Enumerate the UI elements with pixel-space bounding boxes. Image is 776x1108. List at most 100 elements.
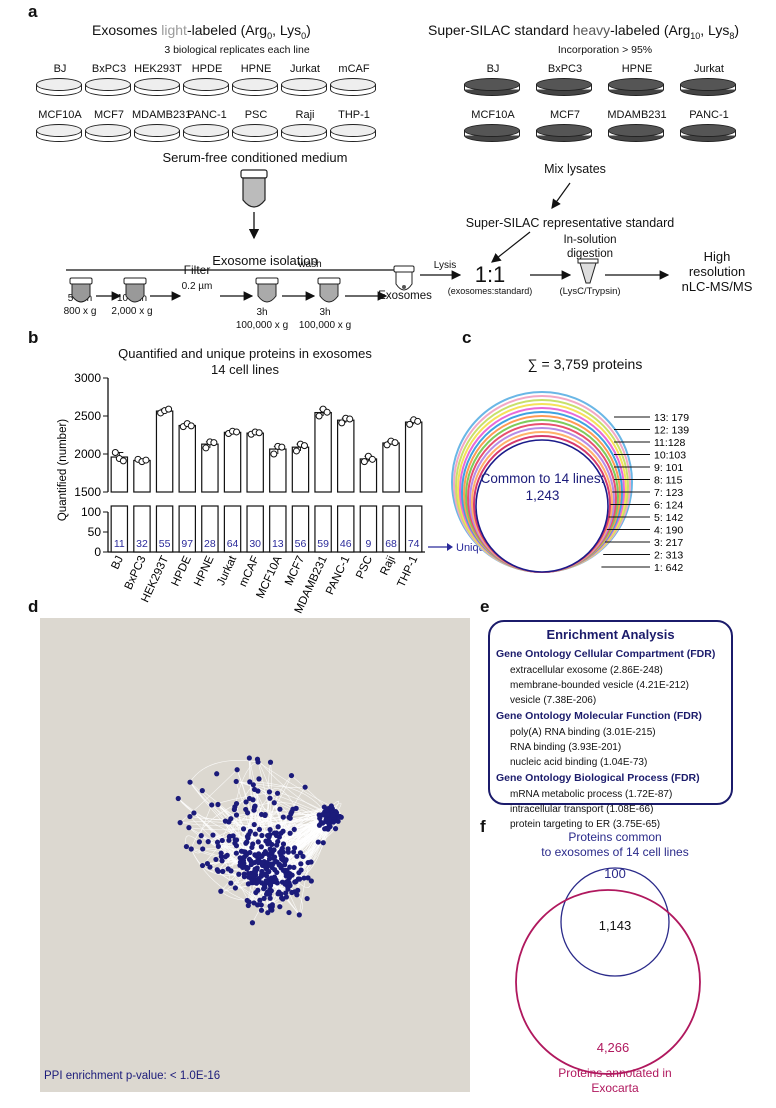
ppi-node	[291, 845, 298, 851]
ppi-node	[250, 782, 256, 788]
ppi-node	[191, 810, 197, 816]
ppi-node	[269, 902, 275, 908]
shell-label: 7: 123	[654, 487, 683, 499]
replicate-point	[111, 448, 119, 456]
ppi-node	[257, 897, 263, 903]
ppi-node	[265, 838, 272, 844]
shell-label: 10:103	[654, 450, 686, 462]
ppi-node	[199, 862, 206, 869]
exosomes-label: Exosomes	[378, 290, 432, 302]
ppi-node	[291, 826, 297, 833]
y-tick-label: 0	[94, 545, 101, 559]
ppi-node	[258, 902, 264, 908]
ppi-node	[267, 827, 273, 833]
culture-dish-icon	[134, 124, 180, 144]
cell-line-label: HPDE	[191, 63, 223, 75]
ppi-node	[320, 812, 326, 818]
ppi-node	[233, 850, 239, 856]
ratio-label: 1:1	[474, 262, 506, 287]
enrichment-item: poly(A) RNA binding (3.01E-215)	[510, 727, 656, 738]
venn-f-both: 1,143	[598, 918, 632, 933]
ppi-node	[245, 870, 252, 877]
replicate-point	[360, 458, 368, 466]
bar-unique	[269, 505, 287, 553]
ppi-node	[228, 880, 234, 886]
replicate-point	[187, 422, 195, 430]
ppi-node	[247, 779, 253, 785]
replicate-point	[323, 408, 331, 416]
ppi-node	[268, 849, 274, 855]
ppi-node	[267, 895, 273, 901]
ppi-node	[280, 814, 286, 820]
ppi-node	[280, 867, 286, 873]
wash-label: wash	[298, 259, 322, 270]
bar-unique	[178, 505, 197, 553]
ppi-node	[234, 767, 240, 773]
ppi-node	[266, 789, 273, 795]
cell-line-label: mCAF	[338, 63, 370, 75]
bar-unique	[246, 505, 264, 553]
ppi-node	[256, 826, 263, 833]
ppi-node	[252, 831, 258, 837]
ppi-node	[283, 890, 289, 896]
ppi-node	[296, 912, 302, 918]
culture-dish-icon	[36, 124, 82, 144]
ppi-node	[215, 843, 221, 849]
ppi-node	[261, 895, 267, 901]
x-tick-label: BJ	[109, 554, 126, 571]
ppi-node	[240, 864, 246, 870]
ppi-network-panel: PPI enrichment p-value: < 1.0E-16	[40, 618, 470, 1092]
ppi-node	[241, 871, 247, 877]
ppi-node	[255, 839, 261, 845]
enrichment-item: vesicle (7.38E-206)	[510, 695, 597, 706]
ppi-node	[280, 828, 286, 834]
ppi-node	[296, 870, 302, 876]
ppi-node	[301, 875, 307, 881]
ppi-node	[262, 811, 268, 818]
ppi-node	[251, 900, 257, 906]
ppi-network	[40, 618, 470, 1092]
ppi-node	[175, 795, 181, 802]
cell-line-label: PANC-1	[187, 109, 227, 121]
enrichment-item: intracellular transport (1.08E-66)	[510, 804, 654, 815]
ppi-node	[258, 844, 264, 850]
ppi-node	[259, 860, 265, 866]
ppi-node	[237, 855, 243, 861]
ppi-node	[273, 877, 279, 883]
ppi-node	[326, 821, 332, 827]
ppi-node	[219, 858, 225, 864]
cell-line-label: Jurkat	[290, 63, 320, 75]
y-tick-label: 1500	[74, 485, 101, 499]
ppi-node	[251, 821, 257, 828]
ppi-node	[261, 851, 267, 857]
ppi-node	[247, 828, 253, 834]
ppi-node	[233, 800, 240, 807]
ppi-node	[259, 832, 265, 839]
ppi-node	[274, 790, 281, 796]
panel-label-c: c	[462, 328, 472, 347]
ppi-node	[302, 784, 308, 790]
cell-line-label: HEK293T	[134, 63, 182, 75]
ppi-node	[263, 878, 269, 884]
ppi-node	[244, 839, 250, 845]
culture-dish-icon	[85, 124, 131, 144]
unique-count-label: 30	[249, 538, 261, 550]
ppi-node	[269, 907, 275, 913]
unique-count-label: 28	[204, 538, 216, 550]
cell-line-label: HPNE	[621, 63, 653, 75]
ppi-node	[290, 806, 296, 812]
ppi-node	[267, 862, 273, 868]
ppi-node	[243, 799, 249, 805]
bar-unique	[336, 505, 355, 553]
workflow-graphics	[66, 169, 670, 303]
replicate-point	[391, 439, 399, 447]
ppi-node	[246, 856, 253, 862]
ppi-node	[287, 815, 293, 821]
panel-label-a: a	[28, 2, 38, 21]
ppi-node	[196, 839, 203, 845]
culture-dish-icon	[330, 78, 376, 98]
ppi-node	[316, 812, 322, 818]
ppi-node	[233, 812, 240, 818]
